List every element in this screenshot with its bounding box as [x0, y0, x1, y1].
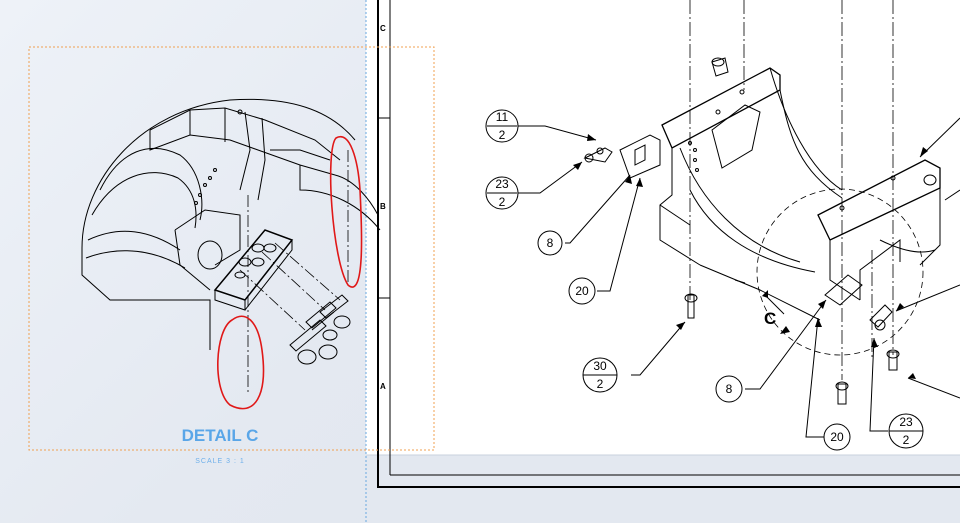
sheet-border: [377, 0, 960, 488]
balloon-8-left[interactable]: 8: [537, 230, 563, 256]
balloon-30-2[interactable]: 30 2: [582, 357, 618, 393]
sheet-margin: [366, 455, 960, 523]
zone-label-a: A: [380, 382, 386, 391]
balloon-20-left[interactable]: 20: [568, 277, 596, 305]
balloon-11-2[interactable]: 11 2: [485, 109, 519, 143]
leader-arrowheads: [573, 134, 928, 379]
balloon-item-number: 20: [830, 430, 844, 444]
markup-loop-right: [329, 135, 363, 288]
balloon-item-number: 20: [575, 284, 589, 298]
balloon-20-right[interactable]: 20: [823, 423, 851, 451]
balloon-item-number: 23: [899, 415, 913, 429]
balloon-8-right[interactable]: 8: [715, 375, 743, 403]
view-c-label: C: [764, 309, 776, 328]
leader-lines: [517, 117, 960, 438]
markup-loop-left: [217, 315, 265, 410]
balloon-item-number: 30: [593, 359, 607, 373]
balloon-quantity: 2: [499, 128, 506, 142]
zone-label-c: C: [380, 24, 386, 33]
balloon-item-number: 23: [495, 177, 509, 191]
markup-annotations[interactable]: [217, 135, 363, 410]
balloon-quantity: 2: [903, 433, 910, 447]
balloon-quantity: 2: [597, 377, 604, 391]
detail-c-callout-circle[interactable]: [756, 188, 924, 356]
drawing-sheet: [366, 0, 960, 523]
view-c-marker[interactable]: C: [762, 290, 790, 334]
zone-label-b: B: [380, 202, 386, 211]
balloon-23-2-left[interactable]: 23 2: [485, 176, 519, 210]
balloon-item-number: 8: [726, 382, 733, 396]
balloon-quantity: 2: [499, 195, 506, 209]
detail-c-centerlines: [239, 150, 349, 395]
balloon-item-number: 8: [547, 236, 554, 250]
balloon-23-2-right[interactable]: 23 2: [888, 413, 924, 449]
detail-view-title[interactable]: DETAIL C: [181, 426, 259, 445]
detail-view-scale: SCALE 3 : 1: [195, 458, 245, 465]
detail-c-drawing: [81, 98, 381, 365]
assembly-drawing: [583, 57, 960, 405]
balloon-item-number: 11: [496, 110, 509, 124]
